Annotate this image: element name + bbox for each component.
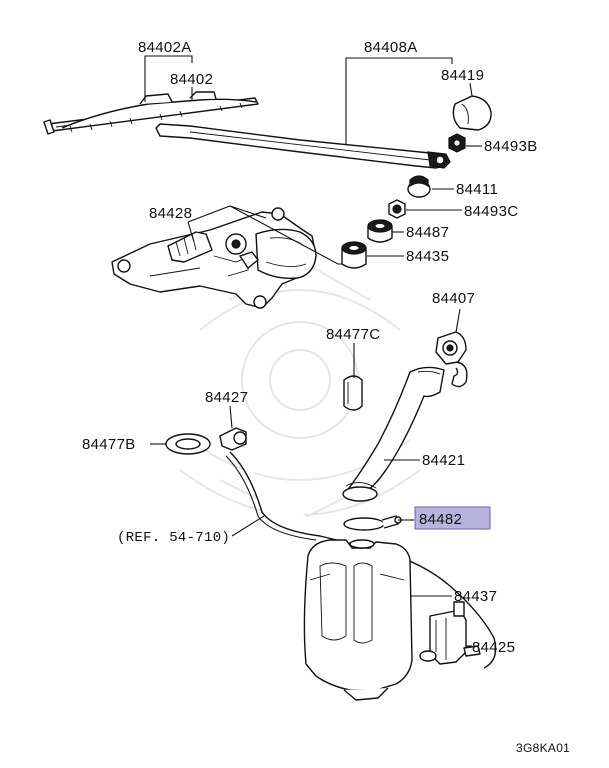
arm-cap[interactable] bbox=[452, 95, 492, 131]
wiper-arm[interactable] bbox=[155, 123, 451, 169]
washer-nozzle[interactable] bbox=[219, 427, 247, 451]
label-84425[interactable]: 84425 bbox=[472, 639, 515, 656]
label-84493b[interactable]: 84493B bbox=[484, 138, 538, 155]
label-ref-54-710[interactable]: (REF. 54-710) bbox=[117, 530, 230, 546]
nut-84493b[interactable] bbox=[448, 133, 466, 153]
label-84402[interactable]: 84402 bbox=[170, 71, 213, 88]
filler-cap[interactable] bbox=[435, 331, 468, 388]
label-84477b[interactable]: 84477B bbox=[82, 436, 136, 453]
grommet-84477c[interactable] bbox=[343, 375, 363, 411]
label-84493c[interactable]: 84493C bbox=[464, 203, 518, 220]
label-84419[interactable]: 84419 bbox=[441, 67, 484, 84]
grommet-84435[interactable] bbox=[341, 241, 367, 269]
part-labels: 84402A 84402 84408A 84419 84493B 84411 8… bbox=[82, 39, 570, 755]
label-84408a[interactable]: 84408A bbox=[364, 39, 418, 56]
catalog-code: 3G8KA01 bbox=[516, 741, 570, 755]
washer-reservoir[interactable] bbox=[303, 539, 413, 701]
label-84428[interactable]: 84428 bbox=[149, 205, 192, 222]
label-84477c[interactable]: 84477C bbox=[326, 326, 380, 343]
label-84435[interactable]: 84435 bbox=[406, 248, 449, 265]
label-84407[interactable]: 84407 bbox=[432, 290, 475, 307]
hose-clamp[interactable] bbox=[343, 515, 402, 531]
label-84482[interactable]: 84482 bbox=[419, 511, 462, 528]
grommet-84477b[interactable] bbox=[165, 433, 211, 455]
label-84487[interactable]: 84487 bbox=[406, 224, 449, 241]
bushing-84487[interactable] bbox=[367, 219, 393, 243]
wiper-blade[interactable] bbox=[43, 91, 259, 135]
label-84402a[interactable]: 84402A bbox=[138, 39, 192, 56]
leader-lines bbox=[144, 55, 482, 647]
washer-pump[interactable] bbox=[419, 601, 481, 665]
bushing-84411[interactable] bbox=[407, 175, 431, 198]
label-84411[interactable]: 84411 bbox=[456, 181, 498, 198]
filler-neck-hose[interactable] bbox=[342, 366, 445, 502]
label-84427[interactable]: 84427 bbox=[205, 389, 248, 406]
highlight-84482 bbox=[414, 506, 491, 530]
nut-84493c[interactable] bbox=[388, 199, 406, 219]
label-84421[interactable]: 84421 bbox=[422, 452, 465, 469]
wiper-motor[interactable] bbox=[111, 207, 317, 309]
label-84437[interactable]: 84437 bbox=[454, 588, 497, 605]
